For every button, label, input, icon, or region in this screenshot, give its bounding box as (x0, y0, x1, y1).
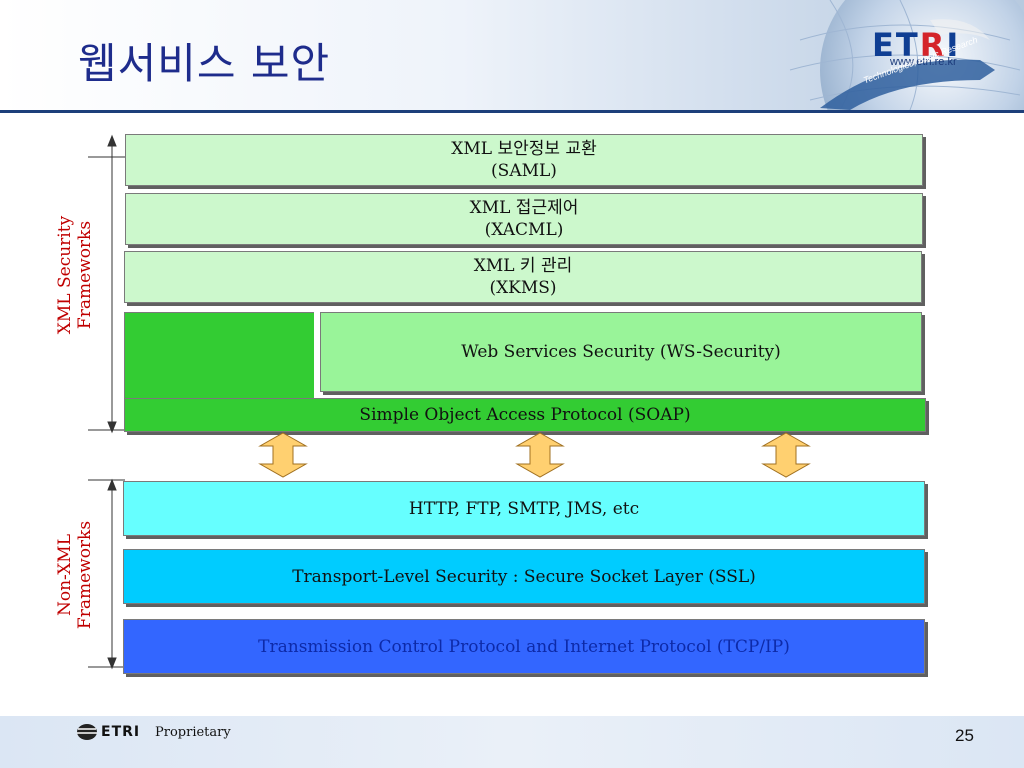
xacml-title: XML 접근제어 (469, 198, 579, 218)
header-divider (0, 110, 1024, 113)
xkms-title: XML 키 관리 (473, 256, 573, 276)
ssl-label: Transport-Level Security : Secure Socket… (292, 566, 756, 587)
saml-acronym: (SAML) (491, 161, 557, 181)
etri-footer-icon (77, 724, 97, 740)
tcpip-layer: Transmission Control Protocol and Intern… (123, 619, 925, 674)
slide-footer (0, 716, 1024, 768)
ws-security-label: Web Services Security (WS-Security) (461, 342, 781, 362)
bracket-arrowhead-top (107, 134, 117, 147)
xkms-acronym: (XKMS) (489, 278, 557, 298)
ws-security-layer: Web Services Security (WS-Security) (320, 312, 922, 392)
xkms-layer: XML 키 관리 (XKMS) (124, 251, 922, 303)
page-number: 25 (955, 726, 974, 745)
footer-logo-text: ETRI (101, 724, 141, 740)
saml-title: XML 보안정보 교환 (451, 139, 597, 159)
globe-graphic (780, 0, 1024, 110)
website-url: www.etri.re.kr (890, 56, 957, 68)
ssl-layer: Transport-Level Security : Secure Socket… (123, 549, 925, 604)
soap-label: Simple Object Access Protocol (SOAP) (359, 405, 691, 425)
double-arrow-icon (258, 432, 308, 478)
saml-layer: XML 보안정보 교환 (SAML) (125, 134, 923, 186)
double-arrow-icon (761, 432, 811, 478)
http-layer: HTTP, FTP, SMTP, JMS, etc (123, 481, 925, 536)
slide-title: 웹서비스 보안 (78, 39, 331, 88)
xacml-layer: XML 접근제어 (XACML) (125, 193, 923, 245)
xacml-acronym: (XACML) (484, 220, 564, 240)
bracket-arrowhead-bottom (107, 421, 117, 434)
double-arrow-icon (515, 432, 565, 478)
bracket-arrowhead-top (107, 478, 117, 491)
etri-logo: ETRI (872, 26, 961, 64)
footer-proprietary-label: Proprietary (155, 725, 231, 740)
tcpip-label: Transmission Control Protocol and Intern… (258, 636, 790, 657)
bracket-arrowhead-bottom (107, 657, 117, 670)
soap-layer: Simple Object Access Protocol (SOAP) (124, 398, 926, 432)
http-label: HTTP, FTP, SMTP, JMS, etc (408, 498, 640, 519)
